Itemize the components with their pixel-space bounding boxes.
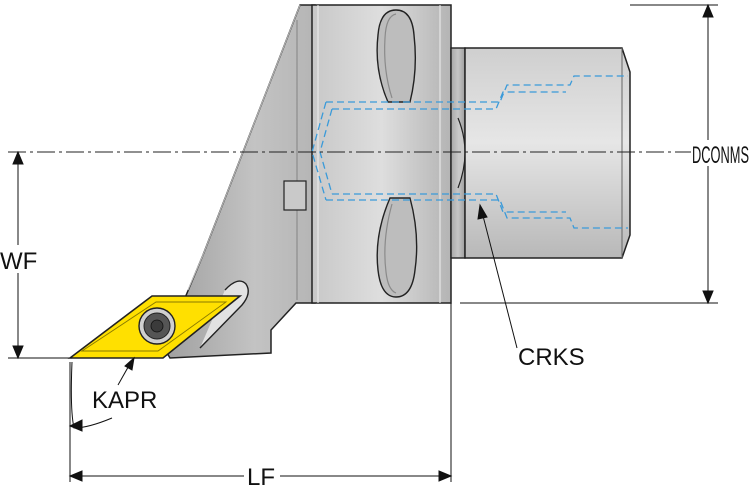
- crks-arrow: [477, 203, 488, 220]
- tool-shank: [464, 47, 631, 259]
- kapr-arrow-bottom: [68, 419, 83, 432]
- dim-crks: [477, 203, 518, 349]
- dconms-label-bg: [691, 140, 749, 166]
- lf-label-bg: [244, 462, 280, 488]
- wf-label: WF: [0, 248, 37, 275]
- lower-slot-shade: [384, 203, 397, 294]
- lower-slot: [376, 197, 418, 298]
- kapr-label: KAPR: [92, 387, 157, 414]
- insert-inner-edge: [80, 301, 228, 352]
- shank-profile: [464, 47, 631, 259]
- crks-label: CRKS: [518, 344, 585, 371]
- dim-dconms: [460, 3, 718, 305]
- insert-screw-socket: [150, 319, 164, 333]
- upper-slot: [376, 9, 417, 103]
- lf-arrow-right: [438, 470, 453, 482]
- cutting-insert: [67, 280, 249, 359]
- lf-label: LF: [247, 464, 275, 489]
- coolant-channel-lower: [326, 199, 628, 229]
- kapr-arrow-top: [124, 356, 135, 371]
- wf-arrow-bottom: [12, 345, 24, 360]
- upper-slot-shade: [384, 13, 397, 99]
- locating-pin: [283, 180, 307, 211]
- tool-body: [311, 4, 452, 304]
- wf-label-bg: [0, 245, 42, 273]
- crks-leader: [481, 211, 518, 349]
- coolant-channel-upper-inner: [332, 91, 566, 110]
- tool-neck: [450, 47, 466, 259]
- dconms-arrow-bottom: [702, 290, 714, 305]
- head-face-edge: [187, 4, 301, 291]
- coolant-channel-lower-inner: [332, 193, 566, 213]
- dconms-arrow-top: [702, 3, 714, 18]
- lf-arrow-left: [68, 470, 83, 482]
- dim-wf: [8, 150, 72, 360]
- coolant-channel-branch: [311, 101, 327, 201]
- dconms-label: DCONMS: [692, 142, 749, 169]
- dim-kapr: [68, 356, 135, 432]
- coolant-channel-upper: [326, 75, 628, 103]
- wf-arrow-top: [12, 150, 24, 165]
